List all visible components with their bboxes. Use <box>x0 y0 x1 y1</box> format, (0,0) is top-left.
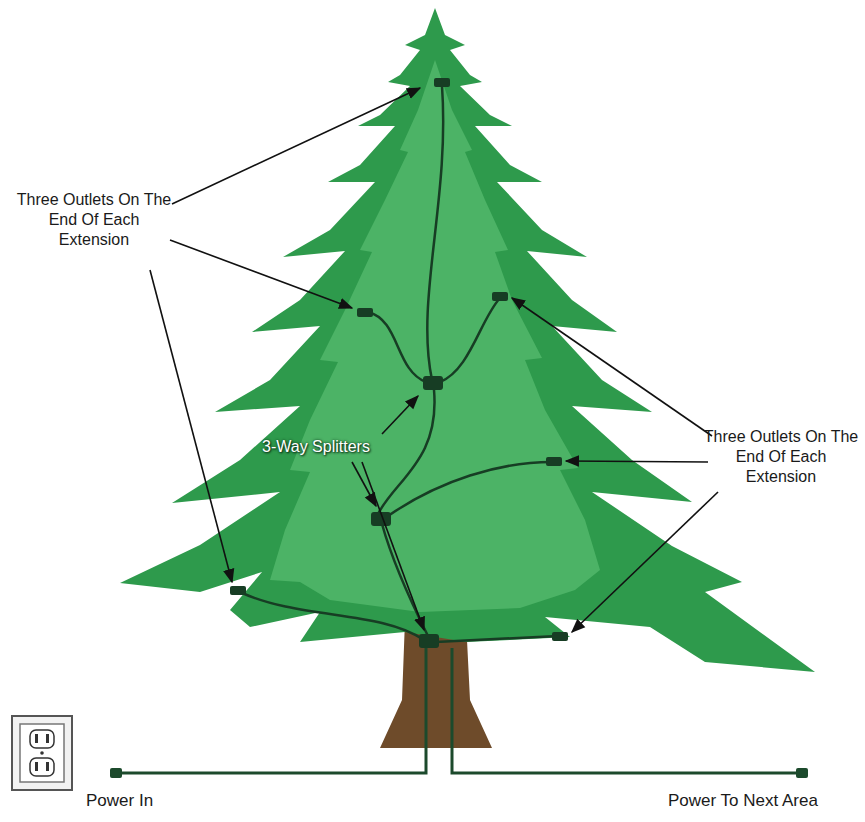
extension-cord <box>240 86 558 642</box>
plug <box>110 768 122 778</box>
wall-outlet <box>12 716 72 790</box>
splitter <box>371 376 443 648</box>
leader-arrow <box>150 88 718 632</box>
power-label: Power In <box>86 790 226 811</box>
tree-foliage <box>120 8 815 672</box>
callout-label: Three Outlets On The End Of Each Extensi… <box>702 427 860 487</box>
plug <box>796 768 808 778</box>
power-label: Power To Next Area <box>668 790 860 811</box>
power-cable <box>118 648 800 773</box>
callout-label: 3-Way Splitters <box>262 437 422 457</box>
tree-foliage-highlight <box>270 60 600 612</box>
outlet-end <box>230 78 568 641</box>
callout-label: Three Outlets On The End Of Each Extensi… <box>14 190 174 250</box>
